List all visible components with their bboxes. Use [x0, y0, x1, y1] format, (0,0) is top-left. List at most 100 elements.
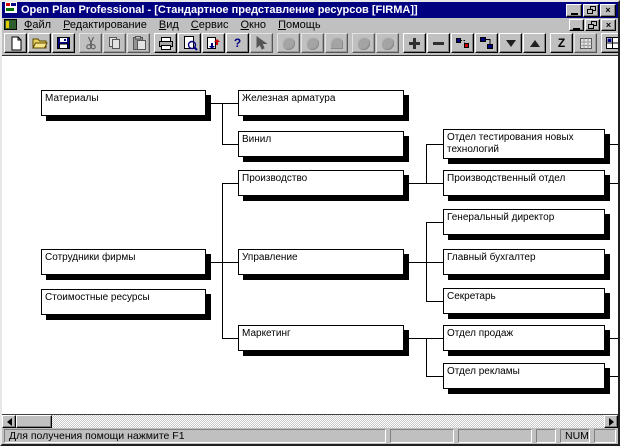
link-button[interactable] — [451, 33, 474, 53]
child-close-button[interactable]: × — [601, 19, 616, 31]
connector-line — [222, 183, 238, 184]
arrow-right-icon — [608, 417, 618, 426]
connector-line — [426, 144, 443, 145]
restore-button[interactable] — [583, 3, 599, 17]
diagram-node-sales[interactable]: Отдел продаж — [443, 325, 605, 351]
connector-line — [426, 222, 427, 302]
diagram-node-secretary[interactable]: Секретарь — [443, 288, 605, 314]
title-bar: Open Plan Professional - [Стандартное пр… — [2, 2, 618, 18]
grid-icon — [579, 37, 592, 49]
copy-button — [103, 33, 126, 53]
menu-window[interactable]: Окно — [240, 18, 267, 31]
diagram-node-employees[interactable]: Сотрудники фирмы — [41, 249, 206, 275]
minus-icon — [433, 41, 444, 45]
status-pane-2 — [458, 429, 532, 443]
diagram-node-marketing[interactable]: Маркетинг — [238, 325, 404, 351]
transfer-button[interactable] — [202, 33, 225, 53]
minimize-button[interactable] — [566, 3, 582, 17]
print-button[interactable] — [154, 33, 177, 53]
move-up-button[interactable] — [523, 33, 546, 53]
context-help-button — [250, 33, 273, 53]
arch-icon — [330, 37, 343, 49]
diagram-node-director[interactable]: Генеральный директор — [443, 209, 605, 235]
menu-file[interactable]: Файл — [24, 18, 52, 31]
diagram-canvas[interactable]: Материалы Железная арматура Винил Произв… — [2, 56, 618, 414]
paste-button — [127, 33, 150, 53]
print-preview-icon — [183, 35, 198, 51]
plus-icon — [409, 37, 420, 49]
window-title: Open Plan Professional - [Стандартное пр… — [21, 3, 418, 16]
copy-icon — [109, 37, 120, 49]
close-icon: × — [605, 19, 612, 30]
menu-edit[interactable]: Редактирование — [63, 18, 147, 31]
scissors-icon — [85, 36, 96, 50]
split-window-icon — [606, 37, 618, 49]
context-help-icon — [256, 36, 268, 50]
scrollbar-thumb[interactable] — [16, 415, 52, 428]
child-restore-button[interactable] — [585, 19, 600, 31]
add-button[interactable] — [403, 33, 426, 53]
arrow-left-icon — [3, 417, 12, 426]
status-pane-3 — [536, 429, 556, 443]
outline-step-icon — [480, 37, 493, 49]
scroll-right-button[interactable] — [604, 415, 618, 428]
connector-line — [222, 338, 238, 339]
transfer-icon — [207, 37, 220, 49]
diagram-node-materials[interactable]: Материалы — [41, 90, 206, 116]
connector-line — [404, 262, 443, 263]
menu-tools[interactable]: Сервис — [190, 18, 229, 31]
new-document-icon — [11, 36, 21, 50]
diagram-node-advertising[interactable]: Отдел рекламы — [443, 363, 605, 389]
diagram-node-vinyl[interactable]: Винил — [238, 131, 404, 157]
resource-circle-4-button — [376, 33, 399, 53]
diagram-node-prod-dept[interactable]: Производственный отдел — [443, 170, 605, 196]
help-button[interactable]: ? — [226, 33, 249, 53]
floppy-disk-icon — [57, 37, 70, 49]
close-button[interactable]: × — [600, 3, 616, 17]
print-preview-button[interactable] — [178, 33, 201, 53]
new-button[interactable] — [4, 33, 27, 53]
remove-button[interactable] — [427, 33, 450, 53]
child-minimize-button[interactable] — [569, 19, 584, 31]
toolbar: ? Z — [2, 32, 618, 56]
arrow-down-icon — [505, 39, 516, 52]
open-button[interactable] — [28, 33, 51, 53]
link-icon — [456, 38, 469, 48]
connector-line — [222, 103, 223, 145]
minimize-icon — [570, 12, 578, 15]
diagram-node-accountant[interactable]: Главный бухгалтер — [443, 249, 605, 275]
move-down-button[interactable] — [499, 33, 522, 53]
close-icon: × — [605, 4, 611, 15]
circle-icon — [381, 36, 394, 50]
node-label: Генеральный директор — [447, 212, 555, 223]
outline-step-button[interactable] — [475, 33, 498, 53]
resource-circle-3-button — [352, 33, 375, 53]
zoom-z-button[interactable]: Z — [550, 33, 573, 53]
document-icon — [4, 18, 17, 33]
diagram-node-testing[interactable]: Отдел тестирования новых технологий — [443, 129, 605, 159]
menu-view[interactable]: Вид — [158, 18, 179, 31]
menu-help[interactable]: Помощь — [278, 18, 321, 31]
split-window-button[interactable] — [601, 33, 618, 53]
diagram-node-cost[interactable]: Стоимостные ресурсы — [41, 289, 206, 315]
status-pane-4 — [594, 429, 616, 443]
restore-icon — [586, 5, 596, 15]
scroll-left-button[interactable] — [2, 415, 16, 428]
printer-icon — [158, 37, 173, 50]
diagram-node-iron[interactable]: Железная арматура — [238, 90, 404, 116]
node-label: Производство — [242, 173, 308, 184]
diagram-node-production[interactable]: Производство — [238, 170, 404, 196]
resource-circle-2-button — [301, 33, 324, 53]
horizontal-scrollbar[interactable] — [2, 414, 618, 428]
resource-circle-1-button — [277, 33, 300, 53]
diagram-node-management[interactable]: Управление — [238, 249, 404, 275]
connector-stub — [605, 183, 618, 184]
connector-line — [426, 222, 443, 223]
connector-line — [426, 301, 443, 302]
save-button[interactable] — [52, 33, 75, 53]
node-label: Производственный отдел — [447, 173, 566, 184]
cut-button — [79, 33, 102, 53]
app-icon — [4, 2, 18, 19]
connector-line — [222, 144, 238, 145]
